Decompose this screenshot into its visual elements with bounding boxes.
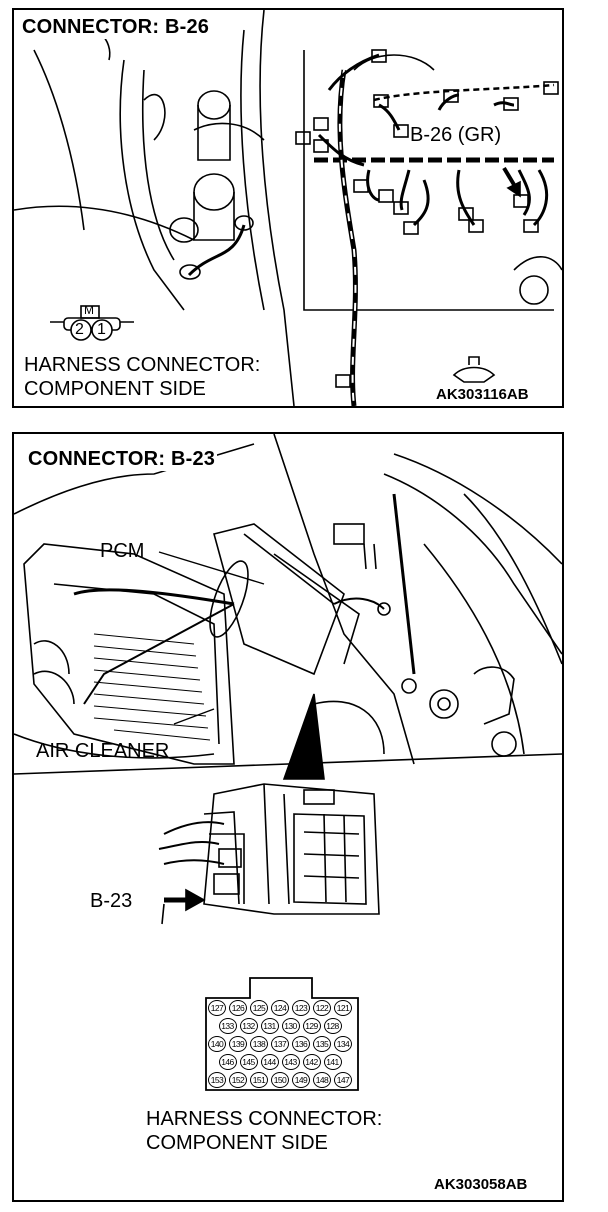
harness-caption-line1: HARNESS CONNECTOR: [24, 354, 261, 376]
pin-121: 121 [334, 1000, 352, 1016]
pin-131: 131 [260, 1018, 279, 1034]
pin-150: 150 [271, 1072, 289, 1088]
harness-caption-line1: HARNESS CONNECTOR: [146, 1108, 383, 1130]
connector-callout-label: B-26 (GR) [410, 124, 502, 146]
pcm-label: PCM [100, 540, 145, 562]
pin-126: 126 [229, 1000, 247, 1016]
pin-139: 139 [229, 1036, 247, 1052]
pin-152: 152 [229, 1072, 247, 1088]
pin-124: 124 [271, 1000, 289, 1016]
pin-125: 125 [250, 1000, 268, 1016]
pin-146: 146 [218, 1054, 237, 1070]
pin-145: 145 [239, 1054, 258, 1070]
connector-key-letter: M [84, 303, 94, 317]
pin-2: 2 [75, 321, 84, 338]
pin-143: 143 [281, 1054, 300, 1070]
pin-149: 149 [292, 1072, 310, 1088]
connector-b26-panel: CONNECTOR: B-26 B-26 (GR) M 2 1 HARNESS … [12, 8, 564, 408]
pin-134: 134 [334, 1036, 352, 1052]
pin-142: 142 [302, 1054, 321, 1070]
pin-135: 135 [313, 1036, 331, 1052]
pin-147: 147 [334, 1072, 352, 1088]
pin-141: 141 [323, 1054, 342, 1070]
pin-122: 122 [313, 1000, 331, 1016]
pin-148: 148 [313, 1072, 331, 1088]
pin-132: 132 [239, 1018, 258, 1034]
pin-123: 123 [292, 1000, 310, 1016]
figure-code: AK303058AB [434, 1176, 528, 1193]
connector-b23-panel: CONNECTOR: B-23 PCM AIR CLEANER B-23 127… [12, 432, 564, 1202]
engine-bay-illustration [14, 10, 562, 406]
connector-callout-label: B-23 [90, 890, 133, 912]
pin-128: 128 [323, 1018, 342, 1034]
pin-136: 136 [292, 1036, 310, 1052]
pin-153: 153 [208, 1072, 226, 1088]
pcm-illustration [14, 434, 562, 1091]
harness-caption-line2: COMPONENT SIDE [24, 378, 206, 400]
pin-140: 140 [208, 1036, 226, 1052]
pin-127: 127 [208, 1000, 226, 1016]
pin-130: 130 [281, 1018, 300, 1034]
pin-138: 138 [250, 1036, 268, 1052]
pin-1: 1 [97, 321, 106, 338]
pin-144: 144 [260, 1054, 279, 1070]
pin-137: 137 [271, 1036, 289, 1052]
connector-title: CONNECTOR: B-23 [26, 448, 218, 471]
pin-129: 129 [302, 1018, 321, 1034]
pin-151: 151 [250, 1072, 268, 1088]
connector-title: CONNECTOR: B-26 [20, 16, 212, 39]
air-cleaner-label: AIR CLEANER [36, 740, 170, 762]
pin-133: 133 [218, 1018, 237, 1034]
harness-caption-line2: COMPONENT SIDE [146, 1132, 328, 1154]
figure-code: AK303116AB [436, 386, 529, 403]
